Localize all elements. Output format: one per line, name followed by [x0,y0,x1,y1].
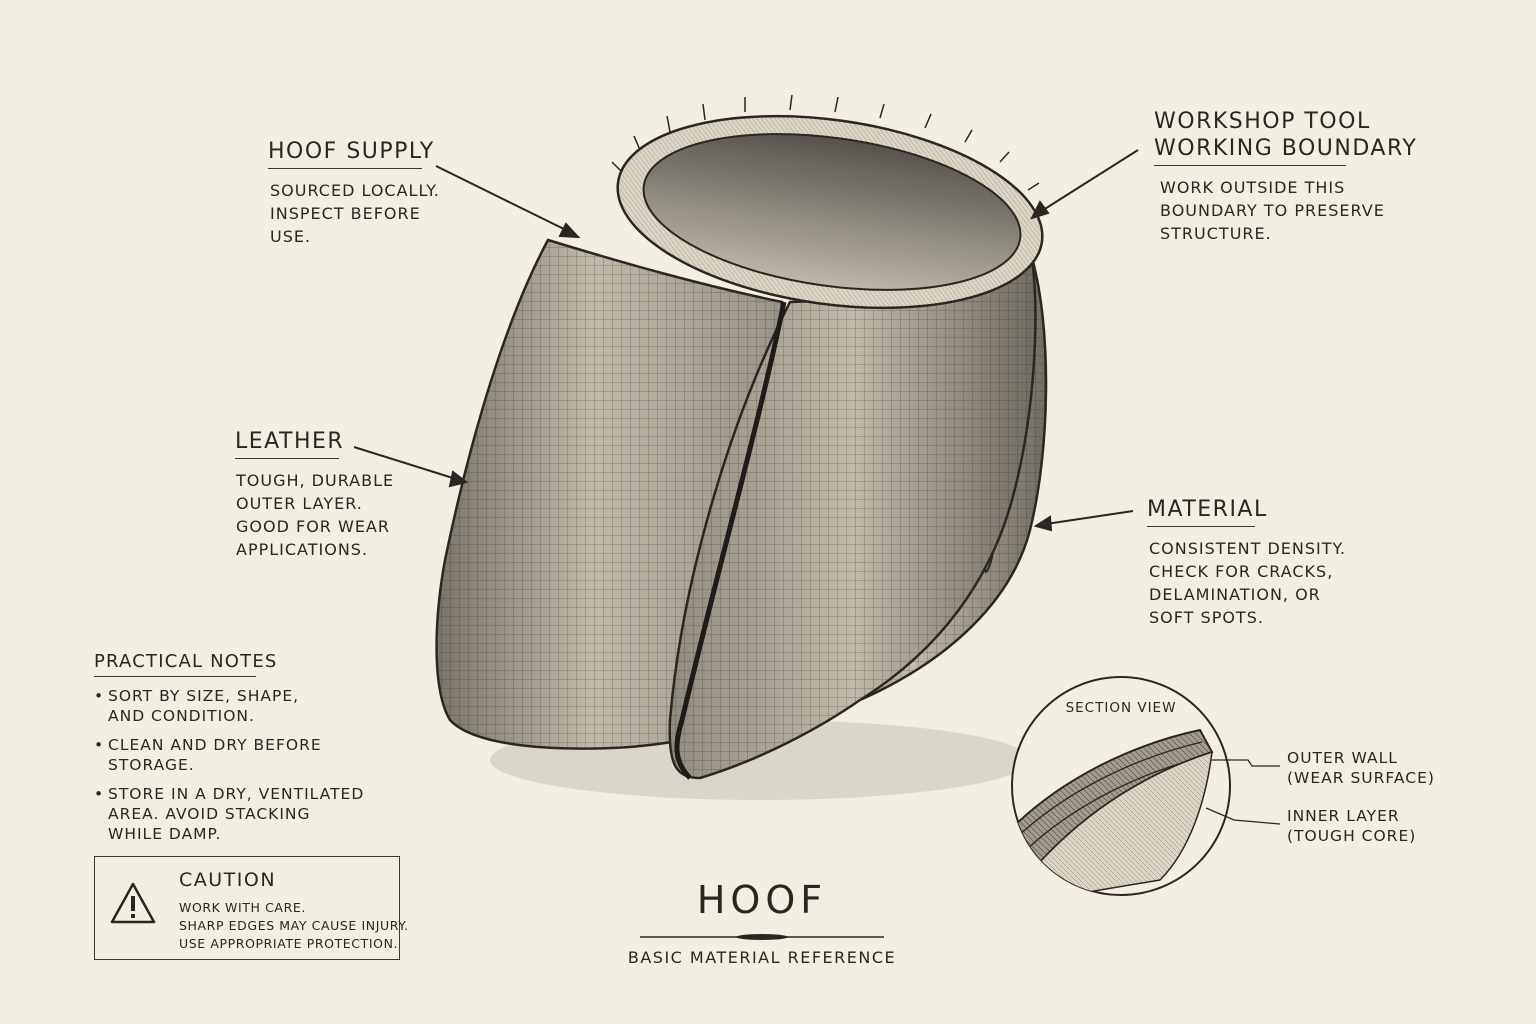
callout-title: MATERIAL [1147,497,1268,522]
callout-line: GOOD FOR WEAR [236,517,390,536]
callout-line: USE. [270,227,312,246]
note-line: CLEAN AND DRY BEFORE [108,736,322,754]
practical-notes: PRACTICAL NOTES • SORT BY SIZE, SHAPE, A… [94,650,364,844]
callout-line: STRUCTURE. [1160,224,1272,243]
hair-fringe [611,94,1040,191]
caution-line: USE APPROPRIATE PROTECTION. [179,936,399,951]
note-item: • CLEAN AND DRY BEFORE STORAGE. [94,735,364,775]
inner-layer-line: (TOUGH CORE) [1287,827,1417,845]
hoof-cleft [674,301,787,780]
practical-notes-underline [94,676,256,677]
callout-line: WORK OUTSIDE THIS [1160,178,1346,197]
callout-title-line: WORKSHOP TOOL [1154,109,1371,134]
callout-line: DELAMINATION, OR [1149,585,1321,604]
bullet-icon: • [94,736,105,754]
caution-title: CAUTION [179,869,277,891]
callout-title: HOOF SUPPLY [268,139,435,164]
callout-underline [268,168,422,169]
page-subtitle: BASIC MATERIAL REFERENCE [627,948,897,967]
callout-hoof-supply: HOOF SUPPLY SOURCED LOCALLY. INSPECT BEF… [268,138,440,248]
callout-arrows [353,149,1139,532]
callout-workshop-tool: WORKSHOP TOOL WORKING BOUNDARY WORK OUTS… [1154,108,1418,245]
callout-line: OUTER LAYER. [236,494,363,513]
callout-line: TOUGH, DURABLE [236,471,395,490]
bullet-icon: • [94,687,105,705]
section-view-diagram [1011,676,1281,896]
callout-line: INSPECT BEFORE [270,204,421,223]
callout-leather: LEATHER TOUGH, DURABLE OUTER LAYER. GOOD… [235,428,394,561]
section-view-title: SECTION VIEW [1065,700,1177,716]
callout-underline [1154,165,1346,166]
inner-layer-line: INNER LAYER [1287,807,1400,825]
callout-line: SOURCED LOCALLY. [270,181,440,200]
note-line: SORT BY SIZE, SHAPE, [108,687,300,705]
practical-notes-title: PRACTICAL NOTES [94,651,278,672]
callout-material: MATERIAL CONSISTENT DENSITY. CHECK FOR C… [1147,496,1346,629]
caution-line: WORK WITH CARE. [179,900,306,915]
note-line: WHILE DAMP. [108,825,222,843]
note-line: STORAGE. [108,756,195,774]
outer-wall-label: OUTER WALL (WEAR SURFACE) [1287,748,1435,788]
callout-title: LEATHER [235,429,345,454]
callout-line: CHECK FOR CRACKS, [1149,562,1334,581]
callout-line: CONSISTENT DENSITY. [1149,539,1347,558]
hoof-body [435,94,1048,780]
warning-triangle-icon [110,882,156,924]
callout-title-line: WORKING BOUNDARY [1154,136,1418,161]
note-line: AREA. AVOID STACKING [108,805,311,823]
outer-wall-line: (WEAR SURFACE) [1287,769,1435,787]
bullet-icon: • [94,785,105,803]
callout-line: SOFT SPOTS. [1149,608,1264,627]
callout-underline [235,458,339,459]
page-title: HOOF [696,878,828,922]
inner-layer-label: INNER LAYER (TOUGH CORE) [1287,806,1416,846]
callout-line: APPLICATIONS. [236,540,369,559]
caution-box: CAUTION WORK WITH CARE. SHARP EDGES MAY … [94,856,408,960]
callout-underline [1147,526,1255,527]
note-line: STORE IN A DRY, VENTILATED [108,785,365,803]
note-item: • STORE IN A DRY, VENTILATED AREA. AVOID… [94,784,364,844]
note-line: AND CONDITION. [108,707,255,725]
callout-line: BOUNDARY TO PRESERVE [1160,201,1385,220]
outer-wall-line: OUTER WALL [1287,749,1398,767]
caution-line: SHARP EDGES MAY CAUSE INJURY. [179,918,409,933]
note-item: • SORT BY SIZE, SHAPE, AND CONDITION. [94,686,364,726]
